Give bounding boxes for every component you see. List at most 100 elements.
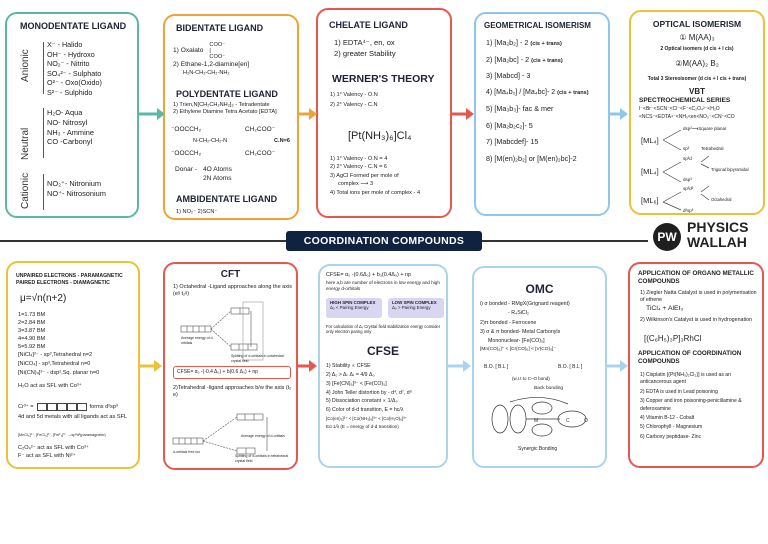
- oxalato-label: 1) Oxalato: [173, 46, 204, 54]
- list-item: 8) [M(en)₂b₂] or [M(en)₂bc]-2: [486, 153, 577, 163]
- cc-app-title: APPLICATION OF COORDINATION COMPOUNDS: [638, 350, 742, 365]
- edta-group: ⁻OOCCH₂: [171, 126, 202, 133]
- app-ziegler: 1) Ziegler Natta Catalyst is used in pol…: [640, 290, 757, 303]
- ambidentate-title: AMBIDENTATE LIGAND: [176, 194, 278, 204]
- ni-item: [Ni(CN)₄]²⁻ - dsp²,Sq. planar n=0: [18, 369, 100, 376]
- bm-value: 4=4.90 BM: [18, 336, 46, 343]
- werner-point: 1) 1° Valency - O.N = 4: [330, 156, 388, 162]
- svg-text:M: M: [534, 418, 538, 424]
- bm-value: 2=2.84 BM: [18, 320, 46, 327]
- orb-dsp3: dsp³: [683, 177, 692, 182]
- back-bonding-label: Back bonding: [534, 386, 564, 391]
- bond-order-right: B.O. [ B.L ]: [558, 364, 583, 370]
- arrow-3: [450, 108, 474, 120]
- cationic-list: NO₂⁺- Nitronium NO⁺- Nitrosonium: [47, 179, 106, 199]
- omc-item: 2)π bonded - Ferrocene: [480, 319, 537, 326]
- hybridization-diagram: [662, 129, 710, 211]
- orb-sp3d: sp³d: [683, 156, 692, 161]
- omc-app-title: APPLICATION OF ORGANO METALLIC COMPOUNDS: [638, 270, 754, 285]
- list-item: CO -Carbonyl: [47, 137, 93, 147]
- neutral-list: H₂O- Aqua NO- Nitrosyl NH₃ - Ammine CO -…: [47, 108, 94, 147]
- geo-octahedral: Octahedral: [711, 197, 732, 202]
- optical-card: OPTICAL ISOMERISM ① M(AA)₃ 2 Optical iso…: [629, 10, 765, 215]
- chelate-card: CHELATE LIGAND 1) EDTA⁴⁻, en, ox 2) grea…: [316, 8, 452, 218]
- list-item: NO- Nitrosyl: [47, 117, 88, 127]
- paramagnetic-title: UNPAIRED ELECTRONS - PARAMAGNETIC: [16, 273, 123, 279]
- tetra-caption-free: d-orbitals free ion: [173, 450, 201, 454]
- group-label-neutral: Neutral: [20, 127, 31, 160]
- ml4b-label: [ML₄]: [641, 167, 659, 176]
- optical-l1-note: 2 Optical isomers (d cis + l cis): [660, 46, 734, 52]
- chelate-title: CHELATE LIGAND: [329, 20, 408, 30]
- optical-l2: ②M(AA)₂ B₂: [675, 59, 719, 68]
- spectro-title: SPECTROCHEMICAL SERIES: [639, 97, 731, 104]
- edta-cn: C.N=6: [274, 138, 291, 144]
- list-item: 5) [Ma₃b₃]- fac & mer: [486, 104, 554, 113]
- edta-backbone: N-CH₂-CH₂-N: [193, 138, 228, 144]
- cfse-calc-note: For calculation of Δₜ Crystal field stab…: [326, 324, 441, 335]
- c2o4-sfl: C₂O₄²⁻ act as SFL with Co³⁺: [18, 445, 89, 451]
- list-item: 6) [Ma₂b₂c₂]- 5: [486, 120, 533, 130]
- synergic-label: Synergic Bonding: [518, 446, 558, 452]
- edta-group: ⁻OOCCH₂: [171, 150, 202, 157]
- werner-item: 2) 2° Valency - C.N: [330, 102, 378, 109]
- list-item: 4) [Ma₄b₂] / [Ma₄bc]- 2 (cis + trans): [486, 88, 589, 96]
- chelate-item: 1) EDTA⁴⁻, en, ox: [334, 38, 395, 47]
- polydentate-title: POLYDENTATE LIGAND: [176, 89, 278, 99]
- cfse-item: 3) [Fe(CN)₆]³⁻ < [Fe(CO)₅]: [326, 380, 387, 387]
- app-item: 2) EDTA is used in Lead poisoning: [640, 388, 718, 395]
- en-label: 2) Ethane-1,2-diamine[en]: [173, 61, 250, 69]
- app-ziegler-formula: TiCl₄ + AlEt₃: [646, 305, 684, 312]
- arrow-2: [297, 108, 317, 120]
- omc-card: OMC i) σ bonded - RMgX(Grignard reagent)…: [472, 266, 607, 468]
- werner-point: 2) 2° Valency - C.N = 6: [330, 164, 388, 171]
- synergic-bonding-diagram: M C O: [491, 397, 588, 437]
- app-item: 1) Cisplatin [(Pt(NH₃)₂Cl₂)] is used as …: [640, 372, 731, 386]
- tetrahedral-splitting-diagram: [172, 413, 268, 455]
- magnetic-formula: μ=√n(n+2): [20, 293, 67, 304]
- cfse-note: here a,b are number of electrons in low …: [326, 280, 440, 291]
- cfse-item: [Co(en)₃]³⁺ < [Co(NH₃)₆]³⁺ < [Co(H₂O)₆]³…: [326, 416, 407, 422]
- ml4-label: [ML₄]: [641, 136, 659, 145]
- app-item: 3) Copper and iron poisoning-penicillami…: [640, 398, 742, 412]
- list-item: NO⁺- Nitrosonium: [47, 188, 106, 198]
- mn-paramagnetic: [MnCl₆]³⁻, [FeCl₆]³⁻, [FeF₆]³⁻ →sp³d²(pa…: [18, 433, 106, 437]
- edta-group: CH₂COO⁻: [245, 126, 276, 133]
- app-item: 4) Vitamin B-12 - Cobalt: [640, 414, 695, 421]
- list-item: S²⁻ - Sulphido: [47, 87, 93, 97]
- edta-group: CH₂COO⁻: [245, 150, 276, 157]
- bm-value: 1=1.73 BM: [18, 312, 46, 318]
- h2o-sfl: H₂O act as SFL with Co³⁺: [18, 383, 82, 389]
- app-wilkinson: 2) Wilkinson's Catalyst is used in hydro…: [640, 317, 753, 323]
- group-label-cationic: Cationic: [20, 172, 31, 209]
- ni-item: [NiCO₄] - sp³,Tetrahedral n=0: [18, 360, 91, 367]
- cft-title: CFT: [220, 269, 241, 280]
- list-item: OH⁻ - Hydroxo: [47, 49, 95, 59]
- brand-name: PHYSICS WALLAH: [687, 219, 749, 250]
- omc-item: 3) σ & π bonded- Metal Carbonyls: [480, 328, 561, 335]
- monodentate-title: MONODENTATE LIGAND: [20, 21, 127, 31]
- octahedral-splitting-diagram: [180, 301, 264, 361]
- cfse-item: Eα 1/λ (E = energy of d-d transition): [326, 423, 399, 429]
- list-item: NO₂⁺- Nitronium: [47, 179, 101, 188]
- ni-item: [NiCl₄]²⁻ - sp³,Tetrahedral n=2: [18, 352, 93, 358]
- cfse-item: 6) Color of d-d transition, E = hc/λ: [326, 407, 404, 414]
- omc-item: i) σ bonded - RMgX(Grignard reagent): [480, 301, 570, 307]
- werner-point: 3) AgCl Formed per mole of: [330, 172, 399, 179]
- monodentate-card: MONODENTATE LIGAND Anionic Neutral Catio…: [5, 12, 139, 218]
- hyb-sp3: sp³: [683, 146, 690, 151]
- app-item: 5) Chlorophyll - Magnesium: [640, 424, 703, 431]
- vbt-title: VBT: [689, 87, 705, 96]
- anionic-list: X⁻ - Halido OH⁻ - Hydroxo NO₂⁻ - Nitrito…: [47, 40, 102, 97]
- werner-formula: [Pt(NH₃)₆]Cl₄: [348, 130, 412, 142]
- cft-card: CFT 1) Octahedral -Ligand approaches alo…: [163, 262, 298, 470]
- geo-tetrahedral: Tetrahedral: [701, 146, 724, 151]
- arrow-8: [606, 360, 628, 372]
- list-item: O²⁻ - Oxo(Oxido): [47, 78, 102, 87]
- cft-tetrahedral: 2)Tetrahedral -ligand approaches b/w the…: [173, 385, 292, 399]
- cfse-header: CFSE= α₀ -(0.6Δ₀) + b₃(0.4Δ₀) + np: [326, 272, 411, 278]
- magnetic-card: UNPAIRED ELECTRONS - PARAMAGNETIC PAIRED…: [6, 261, 140, 469]
- wrt-note: (w.r.t to C–O bond): [512, 376, 550, 381]
- list-item: 7) [Mabcdef]- 15: [486, 137, 539, 146]
- optical-l1: ① M(AA)₃: [679, 33, 715, 42]
